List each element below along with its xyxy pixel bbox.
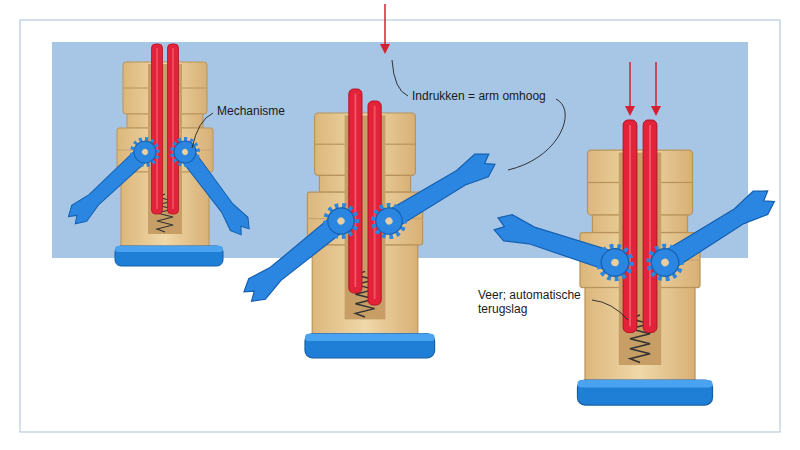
robot-figure <box>63 44 256 266</box>
leader-line <box>192 60 628 320</box>
callout-label: Indrukken = arm omhoog <box>412 89 546 103</box>
part-label: Veer; automatische terugslag <box>478 288 590 316</box>
frame <box>20 20 780 432</box>
part-label: Mechanisme <box>217 104 285 118</box>
push-arrow <box>380 4 661 116</box>
robot-figure <box>491 120 780 405</box>
robot-figure <box>238 89 500 358</box>
